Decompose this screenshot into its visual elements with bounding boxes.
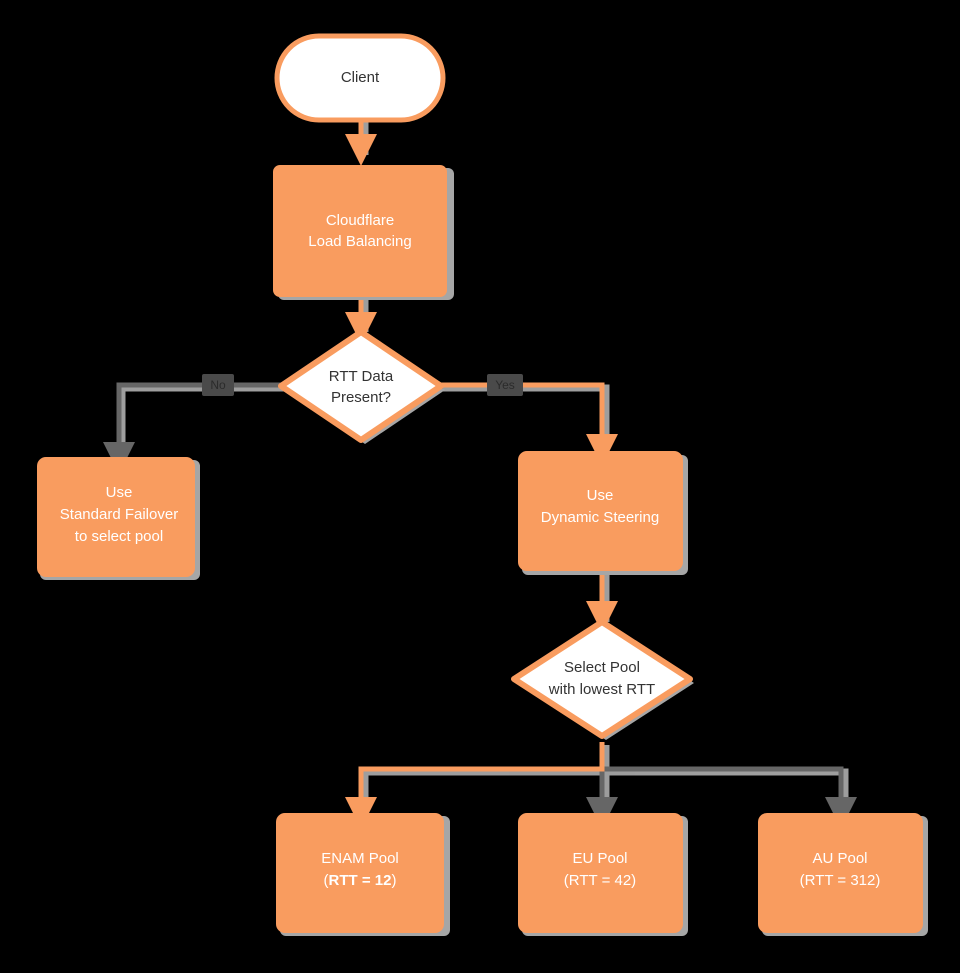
enam-paren-close: ) [391,872,396,889]
edge-label-no: No [202,374,234,396]
enam-rtt-value: RTT = 12 [329,872,392,889]
select-pool-label-line2: with lowest RTT [548,681,655,698]
au-pool-label-line2: (RTT = 312) [800,872,881,889]
au-pool-label-line1: AU Pool [812,850,867,867]
node-enam-pool[interactable]: ENAM Pool (RTT = 12) [276,813,444,933]
node-load-balancing[interactable]: Cloudflare Load Balancing [273,165,447,297]
au-pool-shape [758,813,923,933]
edge-decision-to-failover [103,382,285,474]
rtt-decision-shape [278,329,444,443]
dynamic-steering-label-line2: Dynamic Steering [541,509,659,526]
eu-pool-label-line2: (RTT = 42) [564,872,636,889]
edge-select-to-au [602,766,858,829]
rtt-decision-label-line2: Present? [331,389,391,406]
node-client[interactable]: Client [274,33,446,123]
standard-failover-label-line1: Use [106,484,133,501]
node-dynamic-steering[interactable]: Use Dynamic Steering [518,451,683,571]
node-eu-pool[interactable]: EU Pool (RTT = 42) [518,813,683,933]
edge-label-yes-text: Yes [495,378,515,392]
select-pool-label-line1: Select Pool [564,659,640,676]
client-shape [274,33,446,123]
standard-failover-label-line3: to select pool [75,528,163,545]
edge-label-yes: Yes [487,374,523,396]
load-balancing-shape [273,165,447,297]
edge-select-to-enam [345,742,605,829]
edges-normal [103,382,858,829]
edge-shadows [118,122,849,818]
enam-pool-label-line1: ENAM Pool [321,850,399,867]
enam-pool-label-line2: (RTT = 12) [324,872,397,889]
eu-pool-label-line1: EU Pool [572,850,627,867]
node-standard-failover[interactable]: Use Standard Failover to select pool [37,457,195,577]
edge-label-no-text: No [210,378,226,392]
node-au-pool[interactable]: AU Pool (RTT = 312) [758,813,923,933]
client-label: Client [341,69,380,86]
load-balancing-label-line1: Cloudflare [326,212,394,229]
load-balancing-label-line2: Load Balancing [308,233,411,250]
node-rtt-data-present[interactable]: RTT Data Present? [278,329,444,443]
node-select-pool[interactable]: Select Pool with lowest RTT [511,619,693,739]
dynamic-steering-shape [518,451,683,571]
select-pool-shape [511,619,693,739]
standard-failover-label-line2: Standard Failover [60,506,178,523]
standard-failover-shape [37,457,195,577]
rtt-decision-label-line1: RTT Data [329,368,394,385]
enam-paren-open: ( [324,872,329,889]
eu-pool-shape [518,813,683,933]
enam-pool-shape [276,813,444,933]
dynamic-steering-label-line1: Use [587,487,614,504]
